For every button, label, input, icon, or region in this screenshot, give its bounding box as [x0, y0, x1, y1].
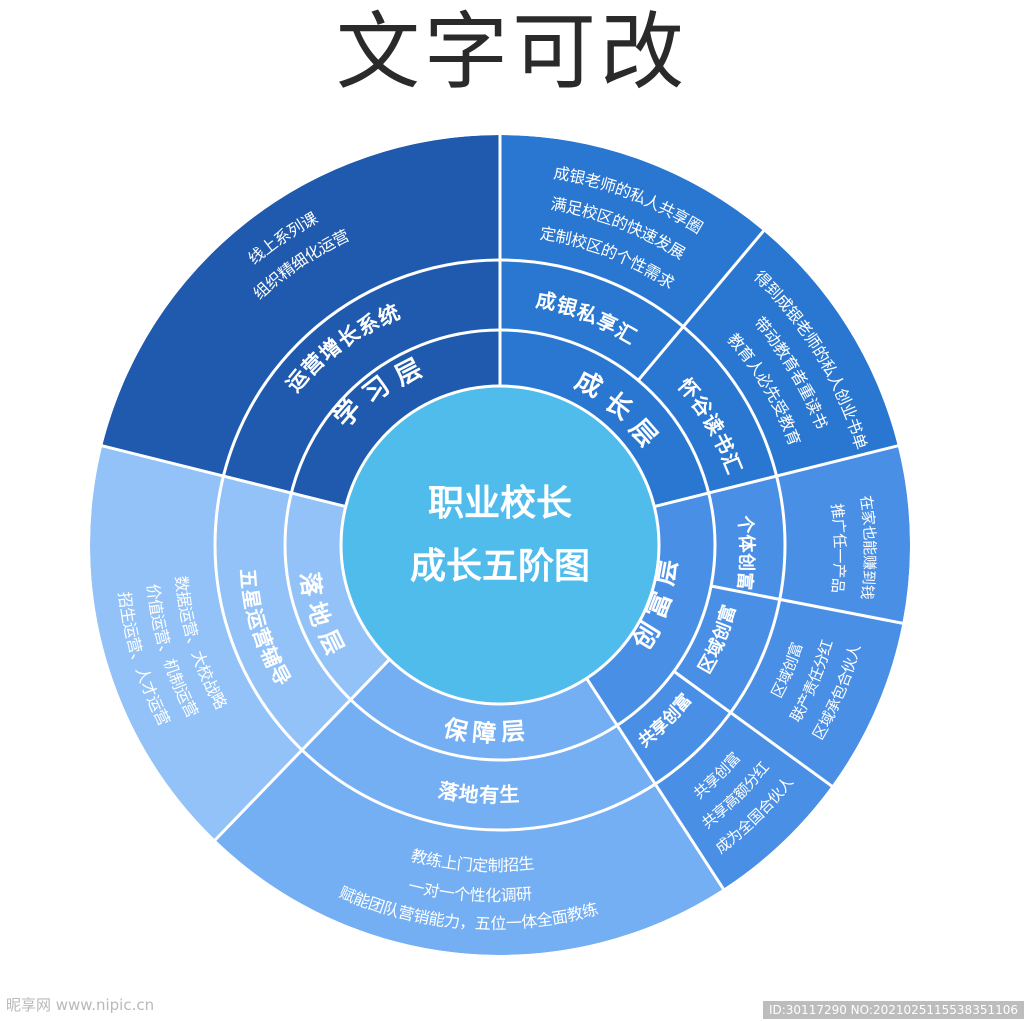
landing-desc-2: 价值运营、机制运营: [144, 583, 203, 721]
wealth-desc3-segment: [655, 712, 832, 889]
radial-divider: [585, 678, 726, 892]
assurance-sub-ring: [302, 699, 656, 831]
wealth-desc1-1: 在家也能赚到钱: [857, 494, 879, 600]
landing-layer-ring: [285, 492, 389, 700]
landing-desc-ring: [89, 445, 303, 840]
page-title: 文字可改: [335, 3, 688, 101]
wealth-sub3-segment: [617, 671, 731, 785]
growth-sub1-segment: [500, 260, 684, 381]
growth-desc1-1: 成银老师的私人共享圈: [552, 163, 706, 237]
learning-desc-2: 组织精细化运营: [249, 225, 352, 302]
radial-divider: [637, 228, 766, 382]
center-circle: [339, 384, 661, 706]
wealth-desc2-1: 区域承包合伙人: [809, 642, 864, 743]
radial-divider: [673, 670, 835, 789]
radial-divider: [654, 443, 901, 508]
wealth-desc1-segment: [776, 445, 910, 624]
growth-layer-ring: [500, 330, 709, 507]
diagram-labels: 学习层成长层创富层保障层落地层运营增长系统成银私享汇怀谷读书汇个体创富区域创富共…: [115, 163, 878, 933]
assurance-desc-2: 一对一个性化调研: [406, 876, 532, 905]
wealth-desc3-3: 共享创富: [690, 749, 744, 803]
landing-desc-3: 数据运营、大校战略: [172, 575, 231, 712]
wealth-layer-ring: [587, 492, 716, 726]
wealth-sub2-segment: [673, 586, 780, 713]
growth-desc1-segment: [500, 135, 764, 327]
growth-desc1-3: 定制校区的个性需求: [539, 223, 678, 292]
wealth-desc2-2: 联产责任分红: [787, 637, 837, 725]
assurance-desc-1: 教练上门定制招生: [409, 845, 535, 875]
landing-sub-ring: [215, 476, 351, 751]
wealth-desc2-3: 区域创富: [768, 640, 807, 701]
assurance-layer-label: 保障层: [440, 714, 526, 749]
growth-desc2-segment: [683, 230, 898, 477]
assurance-sub-label: 落地有生: [436, 778, 520, 808]
wealth-desc1-2: 推广任一产品: [828, 503, 849, 594]
center-title-line1: 职业校长: [428, 483, 572, 524]
radial-divider: [212, 659, 390, 843]
diagram-sectors: [89, 135, 910, 955]
learning-layer-ring: [291, 330, 500, 507]
assurance-desc-3: 赋能团队营销能力，五位一体全面教练: [337, 882, 600, 933]
radial-divider: [99, 443, 346, 508]
watermark-id: ID:30117290 NO:20210251155383​51106: [762, 1001, 1024, 1019]
wealth-desc2-segment: [730, 599, 903, 786]
learning-sub-ring: [223, 260, 501, 493]
center-title-line2: 成长五阶图: [410, 546, 590, 587]
diagram-dividers: [87, 132, 913, 958]
growth-desc1-2: 满足校区的快速发展: [549, 194, 688, 263]
growth-desc2-1: 得到成银老师的私人创业书单: [751, 267, 872, 452]
learning-desc-ring: [102, 135, 501, 477]
wealth-sub1-segment: [708, 476, 786, 600]
assurance-layer-ring: [350, 660, 618, 760]
wealth-desc3-1: 成为全国合伙人: [712, 773, 797, 857]
wealth-sub1-label: 个体创富: [734, 513, 759, 591]
landing-desc-1: 招生运营、人才运营: [115, 591, 174, 729]
growth-sub2-segment: [638, 326, 777, 493]
assurance-desc-ring: [215, 750, 724, 955]
watermark-site: 昵享网 www.nipic.cn: [6, 996, 155, 1014]
radial-divider: [710, 584, 905, 626]
